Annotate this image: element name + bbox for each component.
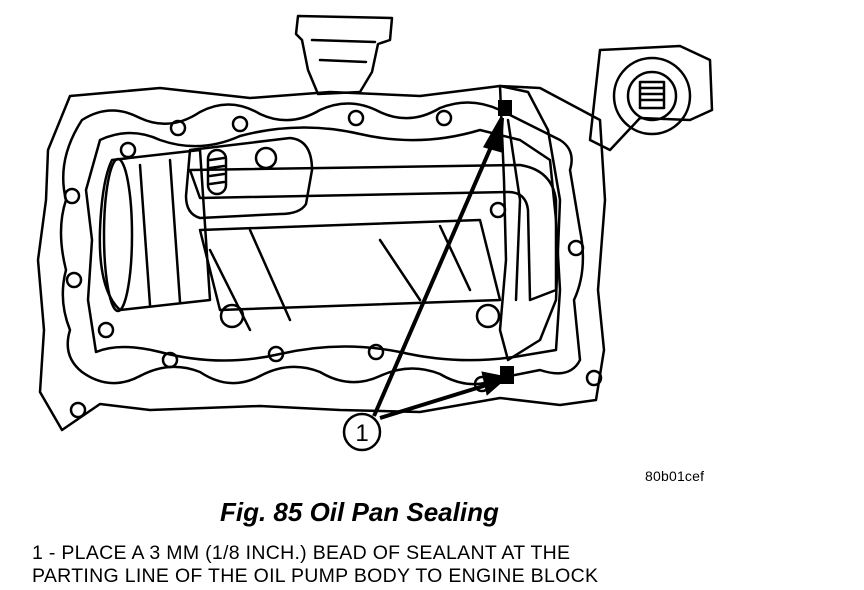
callout-number: 1 <box>355 420 368 447</box>
oil-pump-body <box>498 84 562 362</box>
legend-line: 1 - PLACE A 3 MM (1/8 INCH.) BEAD OF SEA… <box>32 542 571 564</box>
callout-circle <box>342 412 382 452</box>
leader-line-lower <box>379 382 491 420</box>
top-neck-housing <box>294 14 394 96</box>
mount-bolt-hole <box>612 56 692 136</box>
oil-pan-diagram: 1 <box>36 14 714 452</box>
pickup-tube <box>188 163 558 302</box>
figure-legend: 1 - PLACE A 3 MM (1/8 INCH.) BEAD OF SEA… <box>32 542 598 588</box>
illustration-code: 80b01cef <box>645 468 705 484</box>
oil-filter-housing <box>98 148 212 312</box>
legend-line: PARTING LINE OF THE OIL PUMP BODY TO ENG… <box>32 565 599 587</box>
leader-line-upper <box>372 139 496 417</box>
figure-title: Fig. 85 Oil Pan Sealing <box>220 497 499 527</box>
pan-gasket-rail <box>59 101 585 386</box>
mount-bracket <box>588 44 714 152</box>
sealant-mark-upper <box>498 100 512 116</box>
oil-pan-outer-outline <box>36 84 607 432</box>
tube-support-bracket <box>184 136 314 220</box>
